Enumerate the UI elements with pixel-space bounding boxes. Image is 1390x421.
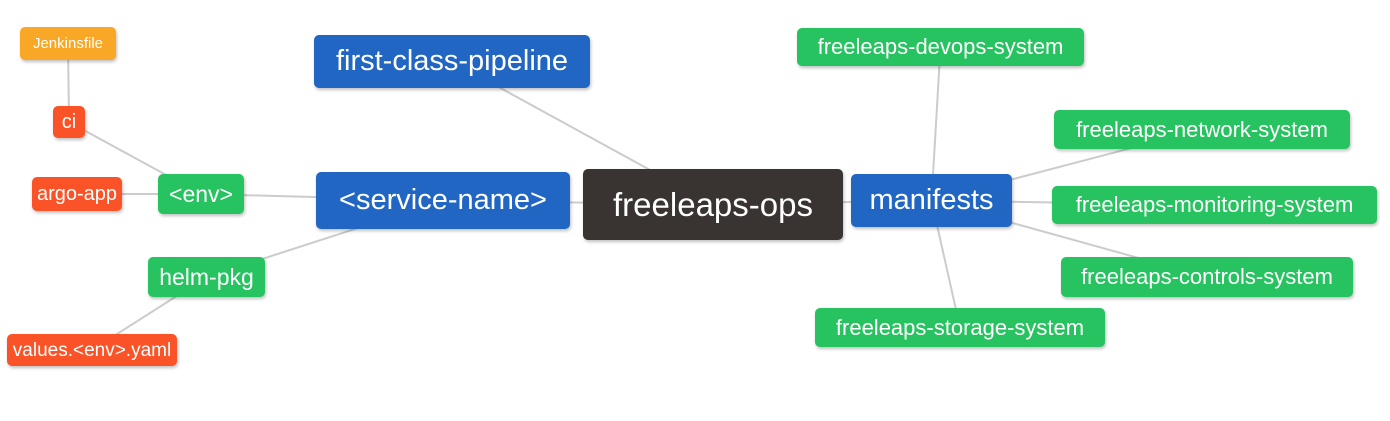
node-freeleaps-ops[interactable]: freeleaps-ops [583, 169, 843, 240]
node-manifests[interactable]: manifests [851, 174, 1012, 227]
node-controls-system[interactable]: freeleaps-controls-system [1061, 257, 1353, 297]
node-values-env-yaml[interactable]: values.<env>.yaml [7, 334, 177, 366]
node-service-name[interactable]: <service-name> [316, 172, 570, 229]
node-env[interactable]: <env> [158, 174, 244, 214]
node-jenkinsfile[interactable]: Jenkinsfile [20, 27, 116, 60]
node-monitoring-system[interactable]: freeleaps-monitoring-system [1052, 186, 1377, 224]
node-first-class-pipeline[interactable]: first-class-pipeline [314, 35, 590, 88]
node-storage-system[interactable]: freeleaps-storage-system [815, 308, 1105, 347]
node-argo-app[interactable]: argo-app [32, 177, 122, 211]
node-helm-pkg[interactable]: helm-pkg [148, 257, 265, 297]
node-ci[interactable]: ci [53, 106, 85, 138]
node-devops-system[interactable]: freeleaps-devops-system [797, 28, 1084, 66]
node-network-system[interactable]: freeleaps-network-system [1054, 110, 1350, 149]
